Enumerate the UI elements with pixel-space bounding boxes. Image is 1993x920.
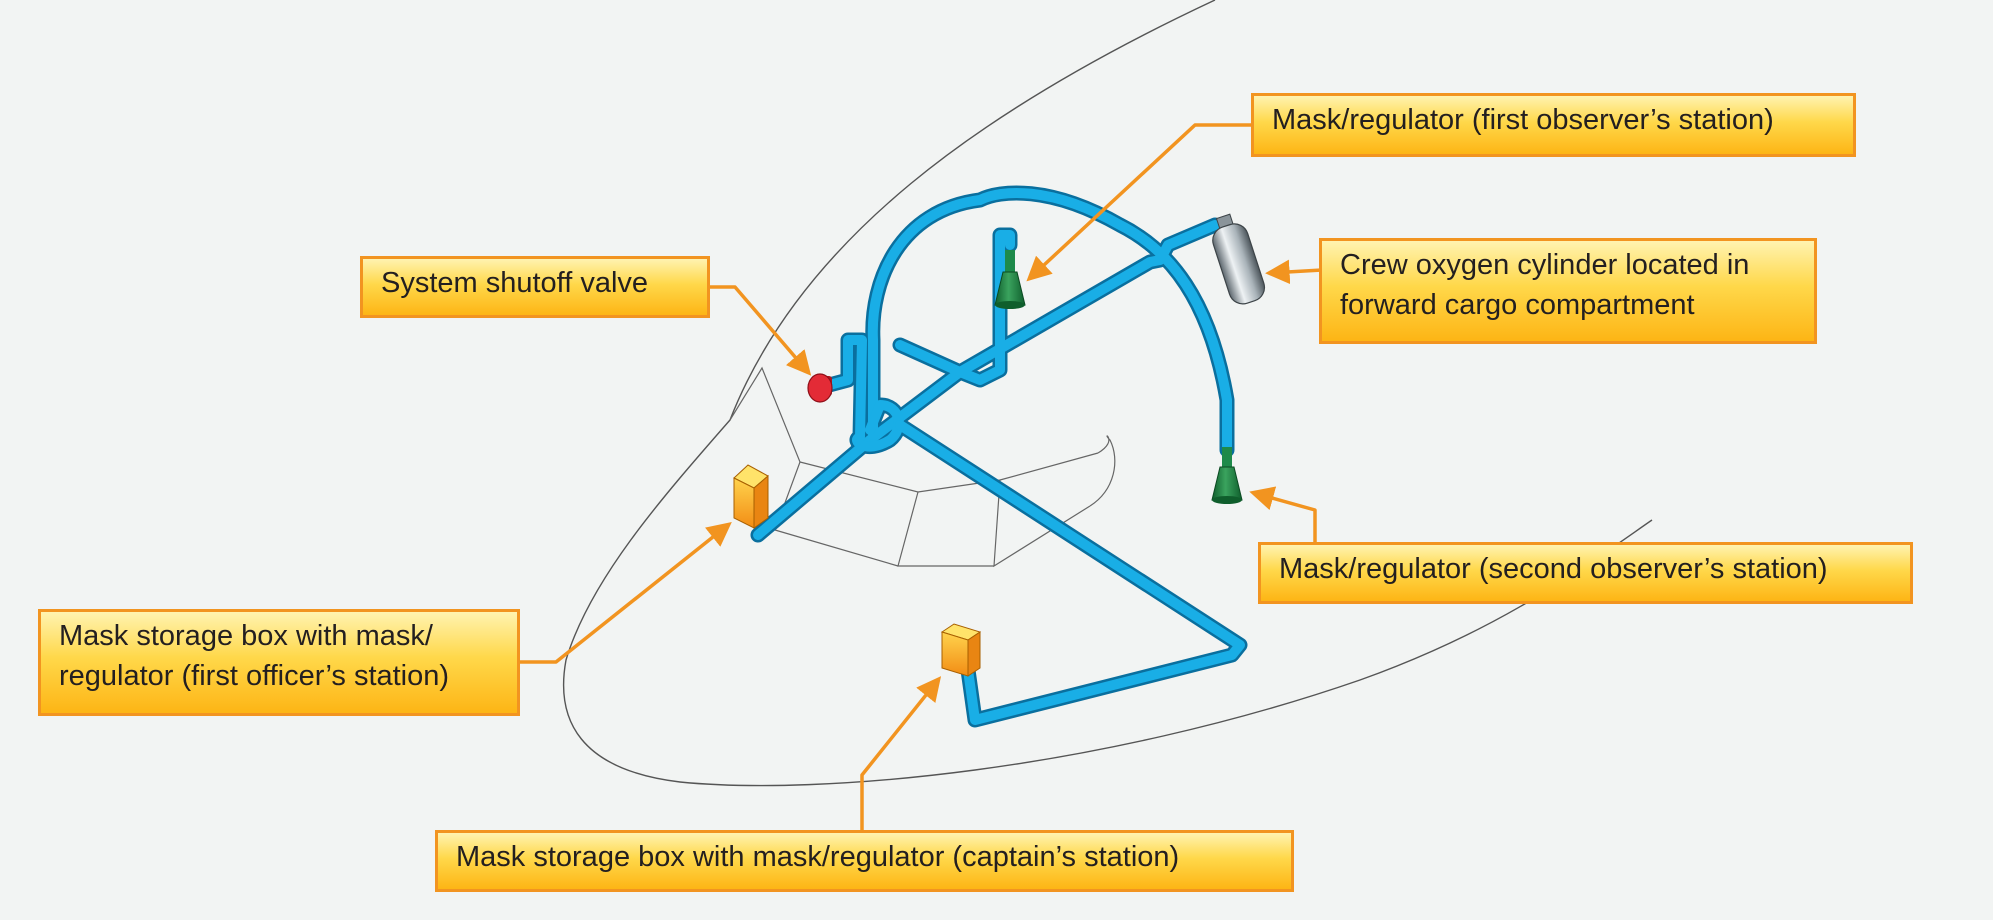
- label-first-observer-text: Mask/regulator (first observer’s station…: [1272, 104, 1774, 136]
- leader-cylinder: [1265, 259, 1323, 285]
- label-second-observer-text: Mask/regulator (second observer’s statio…: [1279, 553, 1828, 585]
- leader-second-observer: [1249, 486, 1317, 546]
- label-shutoff-valve: System shutoff valve: [360, 256, 710, 318]
- label-captain-storage-box: Mask storage box with mask/regulator (ca…: [435, 830, 1294, 892]
- leader-lines: [518, 123, 1323, 832]
- storage-box-icon: [940, 623, 982, 677]
- label-first-officer-line1: Mask storage box with mask/: [59, 620, 433, 652]
- mask-regulator-icon: [994, 250, 1026, 309]
- storage-box-icon: [733, 464, 769, 529]
- leader-first-observer: [1026, 123, 1252, 282]
- label-cylinder-line2: forward cargo compartment: [1340, 289, 1695, 321]
- fuselage-outline: [562, 0, 1653, 787]
- label-cylinder-line1: Crew oxygen cylinder located in: [1340, 249, 1750, 281]
- mask-regulator-icon: [1211, 447, 1243, 504]
- label-first-officer-line2: regulator (first officer’s station): [59, 660, 450, 692]
- label-shutoff-valve-text: System shutoff valve: [381, 267, 649, 299]
- label-captain-text: Mask storage box with mask/regulator (ca…: [456, 841, 1180, 873]
- label-oxygen-cylinder: Crew oxygen cylinder located in forward …: [1319, 238, 1817, 344]
- label-second-observer-mask: Mask/regulator (second observer’s statio…: [1258, 542, 1913, 604]
- leader-captain: [860, 676, 942, 832]
- label-first-officer-storage-box: Mask storage box with mask/ regulator (f…: [38, 609, 520, 716]
- label-first-observer-mask: Mask/regulator (first observer’s station…: [1251, 93, 1856, 157]
- windshield-frames: [729, 366, 1116, 568]
- leader-first-officer: [518, 521, 732, 664]
- leader-shutoff-valve: [710, 285, 812, 376]
- oxygen-lines: [750, 185, 1248, 728]
- oxygen-cylinder-icon: [1212, 213, 1266, 305]
- shutoff-valve-icon: [807, 373, 833, 403]
